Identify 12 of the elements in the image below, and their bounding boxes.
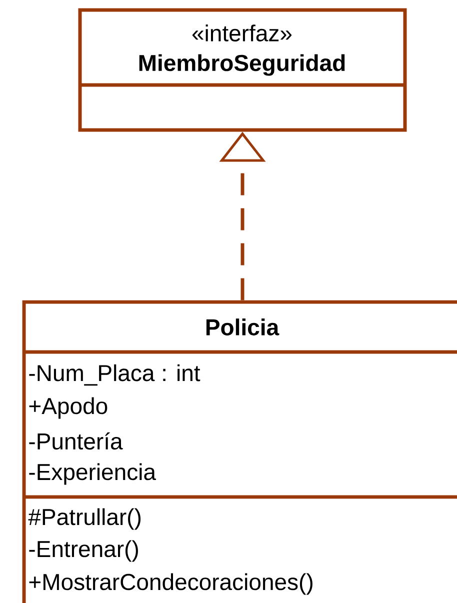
attribute-text: -Experiencia [29,463,156,485]
attribute-text: +Apodo [29,397,108,419]
method-text: #Patrullar() [28,508,141,530]
attribute-text: -Puntería [29,432,123,450]
interface-box [78,8,407,132]
method-text: -Entrenar() [29,540,138,562]
attribute-text: -Num_Placa : int [29,364,200,386]
stereotype-label: «interfaz» [192,24,292,42]
method-text: +MostrarCondecoraciones() [29,573,312,595]
class-name: Policia [206,318,280,336]
class-box [22,300,457,603]
interface-name: MiembroSeguridad [139,54,345,76]
